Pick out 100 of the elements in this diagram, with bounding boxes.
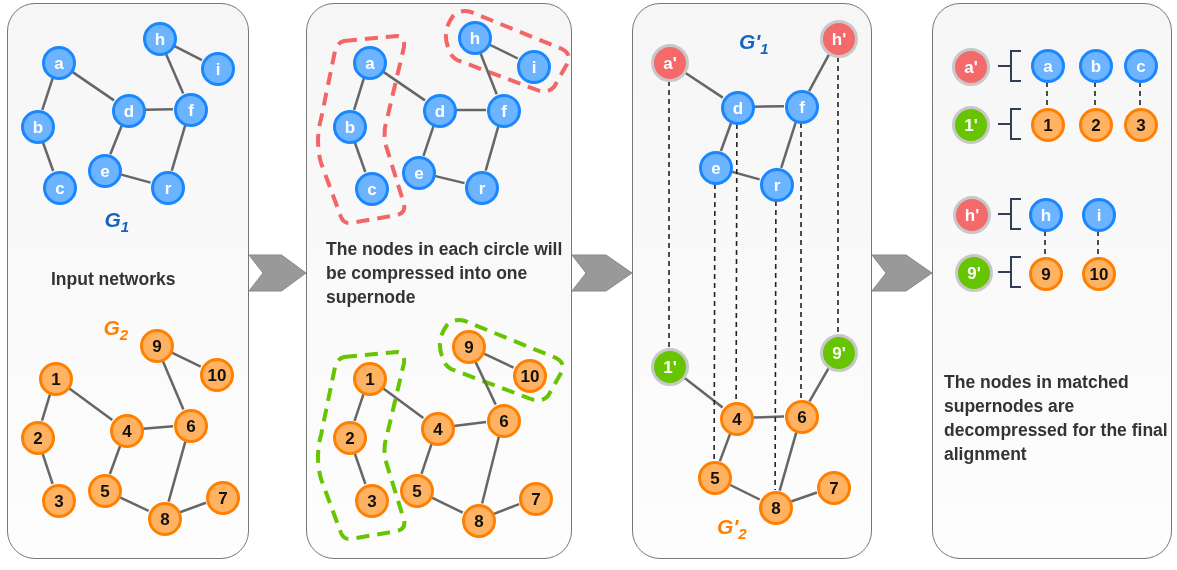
graph-edge <box>173 44 203 62</box>
graph-node: d <box>721 91 755 125</box>
graph-label: G$_{1}$ <box>104 209 130 234</box>
graph-edge <box>488 43 519 60</box>
graph-edge <box>479 52 498 95</box>
graph-edge <box>167 441 187 502</box>
graph-node: i <box>1082 198 1116 232</box>
supernode: h' <box>953 196 991 234</box>
graph-edge <box>41 141 55 172</box>
graph-edge <box>164 53 185 94</box>
graph-node: 10 <box>513 359 547 393</box>
graph-node: 7 <box>206 481 240 515</box>
alignment-line <box>800 122 802 400</box>
graph-node: b <box>333 110 367 144</box>
graph-edge <box>118 496 150 512</box>
supernode: 9' <box>820 334 858 372</box>
graph-node: 9 <box>140 329 174 363</box>
graph-edge <box>453 420 487 428</box>
graph-node: h <box>458 21 492 55</box>
graph-edge <box>780 121 797 169</box>
stage-panel <box>632 3 872 559</box>
graph-node: 1 <box>39 362 73 396</box>
graph-edge <box>353 393 365 422</box>
alignment-line <box>1139 81 1141 108</box>
graph-node: 5 <box>400 474 434 508</box>
graph-node: 10 <box>200 358 234 392</box>
graph-edge <box>422 125 435 157</box>
alignment-line <box>668 80 670 348</box>
graph-node: c <box>43 171 77 205</box>
graph-node: 2 <box>333 421 367 455</box>
supernode: 1' <box>651 348 689 386</box>
alignment-line <box>1094 81 1096 108</box>
graph-edge <box>142 425 174 430</box>
graph-node: f <box>487 94 521 128</box>
stage-panel <box>932 3 1172 559</box>
dashed-group-outline <box>313 33 409 227</box>
graph-edge <box>382 70 426 102</box>
graph-node: 1 <box>353 362 387 396</box>
graph-edge <box>808 54 830 92</box>
graph-node: i <box>517 50 551 84</box>
graph-node: 6 <box>174 409 208 443</box>
graph-edge <box>493 502 520 516</box>
alignment-line <box>735 123 738 402</box>
graph-node: 7 <box>519 482 553 516</box>
graph-node: 5 <box>698 461 732 495</box>
graph-node: b <box>21 110 55 144</box>
graph-node: 4 <box>720 402 754 436</box>
alignment-line <box>774 200 777 491</box>
graph-node: d <box>112 94 146 128</box>
stage-panel <box>7 3 249 559</box>
graph-node: h <box>1029 198 1063 232</box>
graph-node: f <box>174 93 208 127</box>
graph-node: e <box>88 154 122 188</box>
graph-node: r <box>760 168 794 202</box>
alignment-line <box>1097 230 1099 257</box>
graph-edge <box>728 483 761 501</box>
graph-node: 1 <box>1031 108 1065 142</box>
graph-edge <box>778 431 798 492</box>
graph-edge <box>381 387 425 419</box>
graph-edge <box>420 443 433 475</box>
graph-edge <box>718 433 732 462</box>
graph-node: 3 <box>1124 108 1158 142</box>
panel-caption: The nodes in matched supernodes are decompressed for the final alignment <box>944 371 1169 466</box>
graph-node: 10 <box>1082 257 1116 291</box>
graph-edge <box>754 105 784 108</box>
graph-edge <box>161 360 185 410</box>
graph-edge <box>808 367 830 402</box>
graph-edge <box>170 351 202 368</box>
graph-edge <box>731 170 760 181</box>
chevron-arrow <box>248 254 307 292</box>
graph-edge <box>179 501 207 514</box>
graph-edge <box>480 436 501 504</box>
graph-node: 5 <box>88 474 122 508</box>
graph-node: 7 <box>817 471 851 505</box>
graph-edge <box>41 452 54 485</box>
graph-edge <box>108 445 122 475</box>
graph-label: G'$_{1}$ <box>739 31 769 56</box>
graph-node: f <box>785 90 819 124</box>
graph-node: 9 <box>1029 257 1063 291</box>
alignment-line <box>1046 81 1048 108</box>
graph-edge <box>434 174 465 185</box>
panel-caption: Input networks <box>51 268 177 291</box>
graph-edge <box>430 496 464 514</box>
graph-node: a <box>42 46 76 80</box>
graph-node: 4 <box>110 414 144 448</box>
graph-node: 2 <box>1079 108 1113 142</box>
alignment-line <box>837 56 839 334</box>
graph-node: e <box>402 156 436 190</box>
alignment-line <box>713 183 716 461</box>
graph-edge <box>120 173 151 184</box>
supernode: 1' <box>952 106 990 144</box>
graph-edge <box>40 393 52 422</box>
graph-node: 3 <box>355 484 389 518</box>
graph-edge <box>790 491 818 503</box>
graph-edge <box>684 71 724 99</box>
graph-node: r <box>151 171 185 205</box>
graph-node: h <box>143 22 177 56</box>
supernode: 9' <box>955 254 993 292</box>
supernode: h' <box>820 20 858 58</box>
graph-node: 3 <box>42 484 76 518</box>
